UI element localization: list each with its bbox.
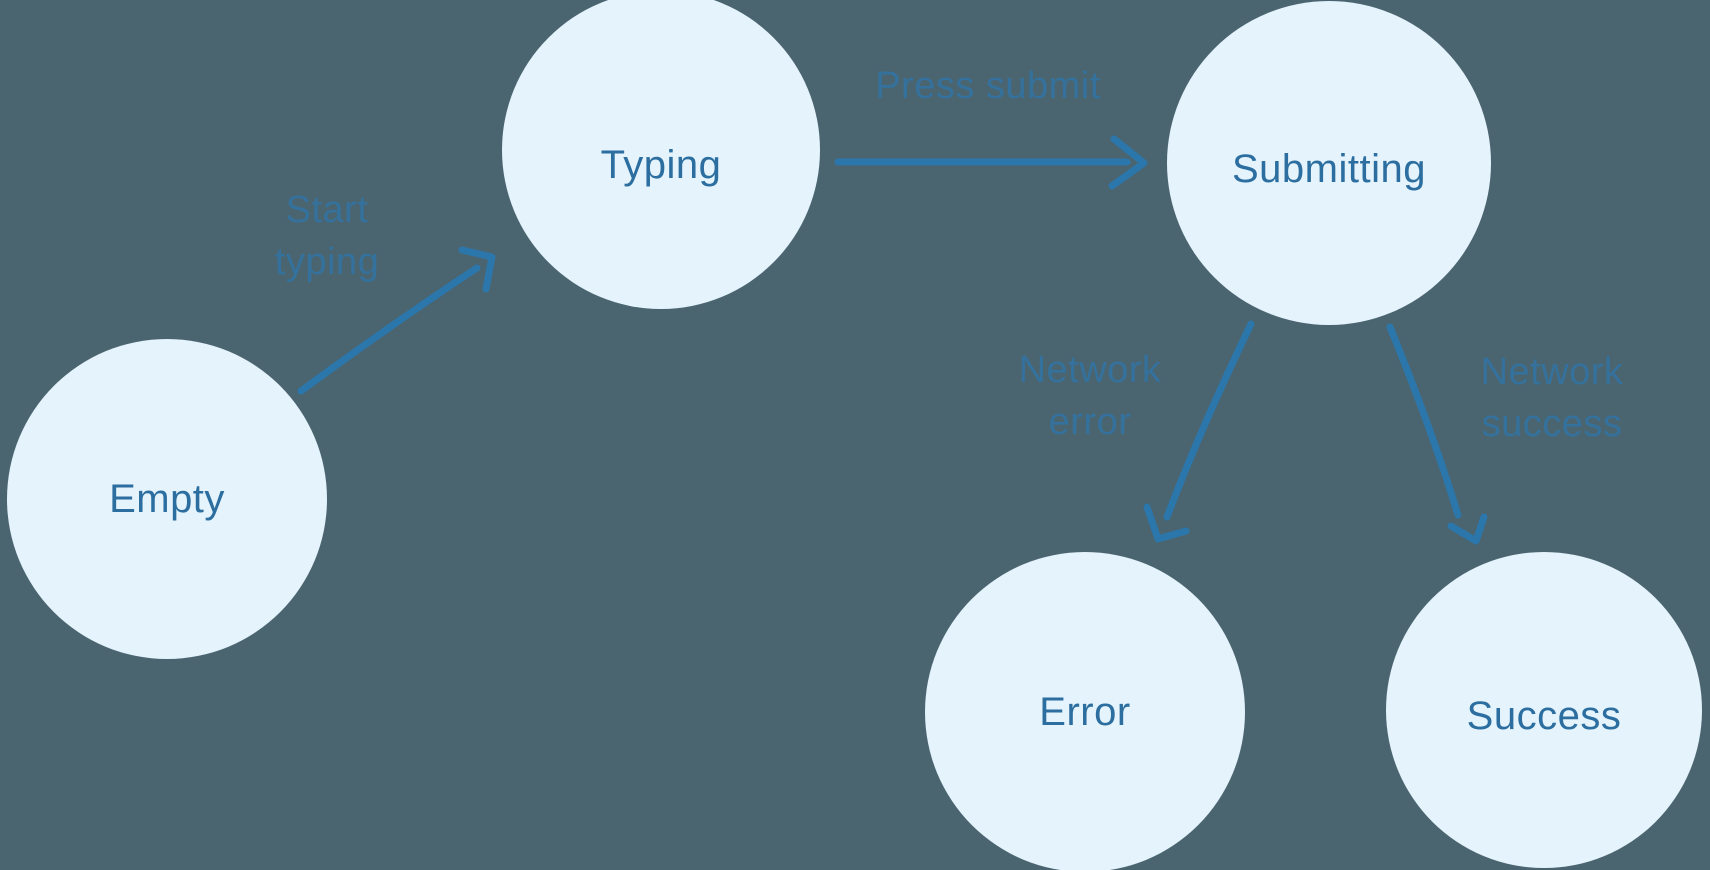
transition-label-start-typing: Start typing xyxy=(274,189,380,283)
state-node-empty[interactable]: Empty xyxy=(7,339,327,659)
state-label-empty: Empty xyxy=(109,476,225,521)
state-label-submitting: Submitting xyxy=(1232,146,1426,191)
state-node-error[interactable]: Error xyxy=(925,552,1245,870)
state-label-typing: Typing xyxy=(600,142,722,187)
transition-arrow-press-submit xyxy=(834,135,1148,190)
state-label-success: Success xyxy=(1466,693,1622,738)
state-node-success[interactable]: Success xyxy=(1386,552,1702,868)
transition-label-network-error: Network error xyxy=(1018,349,1162,443)
state-label-error: Error xyxy=(1039,689,1131,734)
state-node-submitting[interactable]: Submitting xyxy=(1167,1,1491,325)
transition-label-network-success: Network success xyxy=(1480,351,1624,445)
state-node-typing[interactable]: Typing xyxy=(502,0,820,309)
transition-label-press-submit: Press submit xyxy=(875,65,1101,107)
